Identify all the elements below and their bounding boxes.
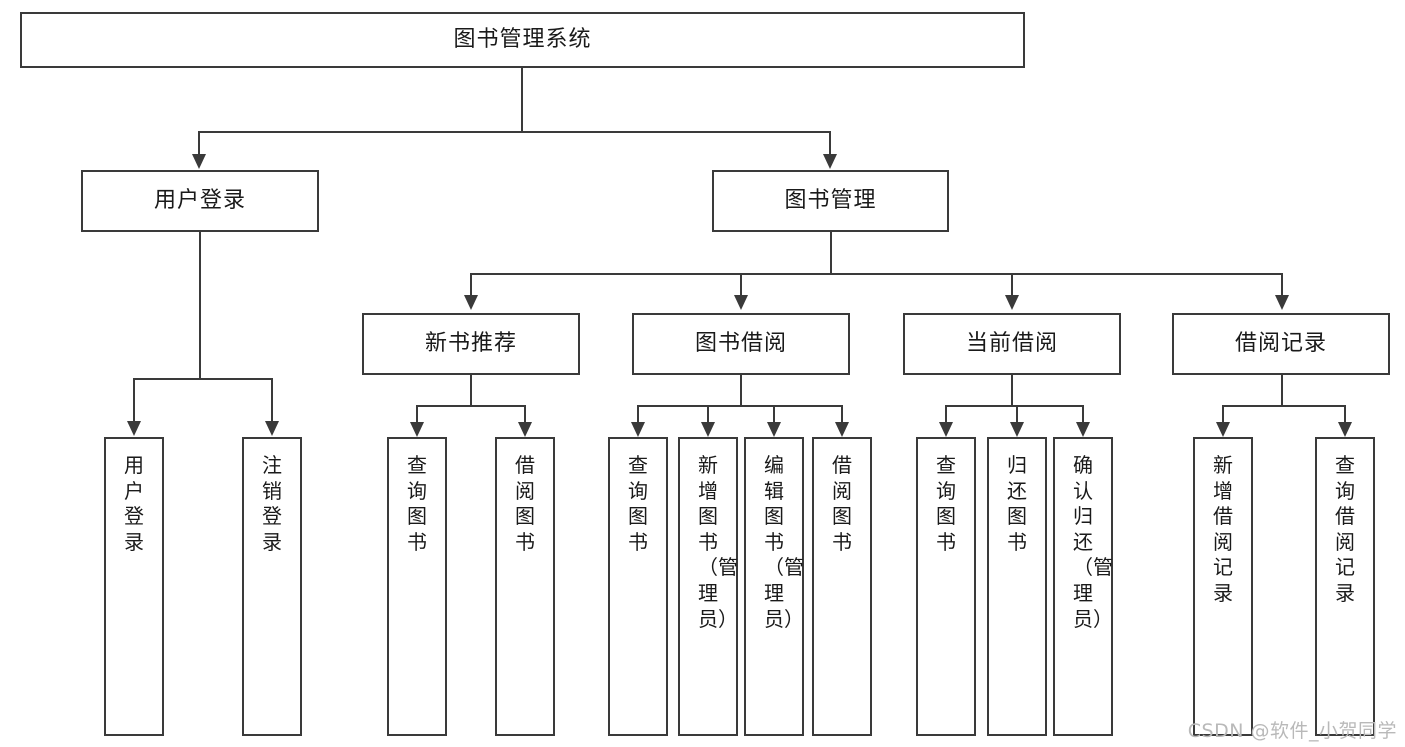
connector-book-borrow-bus: [637, 405, 842, 407]
node-label: 新增图书（管理员）: [698, 453, 738, 631]
connector-root-stem: [521, 68, 523, 132]
node-label: 注销登录: [262, 453, 282, 554]
connector-borrow-record-bus: [1222, 405, 1345, 407]
arrow-cb-to-leaf-2: [1010, 422, 1024, 437]
leaf-current-borrow-confirm-return-admin[interactable]: 确认归还（管理员）: [1053, 437, 1113, 736]
connector-br-to-leaf-2: [1344, 405, 1346, 424]
arrow-new-book-to-leaf-2: [518, 422, 532, 437]
node-label: 借阅图书: [515, 453, 535, 554]
connector-current-borrow-bus: [945, 405, 1083, 407]
node-label: 图书管理: [784, 188, 877, 213]
connector-user-login-to-leaf-2: [271, 378, 273, 423]
node-label: 当前借阅: [965, 331, 1058, 356]
connector-bb-to-leaf-3: [773, 405, 775, 424]
connector-cb-to-leaf-2: [1016, 405, 1018, 424]
connector-root-bus: [198, 131, 831, 133]
arrow-bb-to-leaf-1: [631, 422, 645, 437]
node-label: 用户登录: [124, 453, 144, 554]
node-label: 查询图书: [407, 453, 427, 554]
arrow-bb-to-leaf-3: [767, 422, 781, 437]
node-user-login[interactable]: 用户登录: [81, 170, 319, 232]
leaf-borrow-record-query-record[interactable]: 查询借阅记录: [1315, 437, 1375, 736]
connector-new-book-bus: [416, 405, 526, 407]
leaf-current-borrow-query-book[interactable]: 查询图书: [916, 437, 976, 736]
node-label: 用户登录: [153, 188, 246, 213]
arrow-user-login-to-leaf-1: [127, 421, 141, 436]
arrow-new-book-to-leaf-1: [410, 422, 424, 437]
connector-book-management-stem: [830, 232, 832, 274]
leaf-new-book-query-book[interactable]: 查询图书: [387, 437, 447, 736]
node-new-book-recommend[interactable]: 新书推荐: [362, 313, 580, 375]
node-book-management[interactable]: 图书管理: [712, 170, 949, 232]
connector-new-book-stem: [470, 375, 472, 406]
connector-new-book-to-leaf-2: [524, 405, 526, 424]
arrow-bm-to-borrow-record: [1275, 295, 1289, 310]
arrow-br-to-leaf-2: [1338, 422, 1352, 437]
node-book-borrow[interactable]: 图书借阅: [632, 313, 850, 375]
node-label: 图书借阅: [694, 331, 787, 356]
connector-bm-to-current-borrow: [1011, 273, 1013, 297]
node-current-borrow[interactable]: 当前借阅: [903, 313, 1121, 375]
node-root-book-management-system[interactable]: 图书管理系统: [20, 12, 1025, 68]
arrow-bb-to-leaf-2: [701, 422, 715, 437]
node-label: 借阅图书: [832, 453, 852, 554]
arrow-cb-to-leaf-1: [939, 422, 953, 437]
connector-cb-to-leaf-1: [945, 405, 947, 424]
connector-cb-to-leaf-3: [1082, 405, 1084, 424]
connector-root-to-user-login: [198, 131, 200, 156]
arrow-br-to-leaf-1: [1216, 422, 1230, 437]
leaf-book-borrow-query-book[interactable]: 查询图书: [608, 437, 668, 736]
connector-bm-to-new-book: [470, 273, 472, 297]
arrow-bm-to-current-borrow: [1005, 295, 1019, 310]
node-label: 查询图书: [628, 453, 648, 554]
connector-bb-to-leaf-4: [841, 405, 843, 424]
connector-user-login-stem: [199, 232, 201, 379]
connector-bb-to-leaf-2: [707, 405, 709, 424]
connector-current-borrow-stem: [1011, 375, 1013, 406]
leaf-book-borrow-borrow-book[interactable]: 借阅图书: [812, 437, 872, 736]
arrow-root-to-user-login: [192, 154, 206, 169]
node-label: 新增借阅记录: [1213, 453, 1233, 605]
node-label: 编辑图书（管理员）: [764, 453, 804, 631]
connector-new-book-to-leaf-1: [416, 405, 418, 424]
connector-root-to-book-management: [829, 131, 831, 156]
node-label: 借阅记录: [1234, 331, 1327, 356]
connector-book-borrow-stem: [740, 375, 742, 406]
node-label: 归还图书: [1007, 453, 1027, 554]
connector-user-login-to-leaf-1: [133, 378, 135, 423]
connector-user-login-bus: [133, 378, 271, 380]
arrow-bm-to-new-book: [464, 295, 478, 310]
leaf-book-borrow-edit-book-admin[interactable]: 编辑图书（管理员）: [744, 437, 804, 736]
leaf-book-borrow-add-book-admin[interactable]: 新增图书（管理员）: [678, 437, 738, 736]
connector-bm-to-borrow-record: [1281, 273, 1283, 297]
node-label: 查询图书: [936, 453, 956, 554]
node-label: 图书管理系统: [453, 27, 592, 52]
arrow-cb-to-leaf-3: [1076, 422, 1090, 437]
arrow-user-login-to-leaf-2: [265, 421, 279, 436]
node-label: 查询借阅记录: [1335, 453, 1355, 605]
node-label: 新书推荐: [424, 331, 517, 356]
connector-bb-to-leaf-1: [637, 405, 639, 424]
leaf-borrow-record-add-record[interactable]: 新增借阅记录: [1193, 437, 1253, 736]
leaf-current-borrow-return-book[interactable]: 归还图书: [987, 437, 1047, 736]
arrow-root-to-book-management: [823, 154, 837, 169]
connector-book-management-bus: [470, 273, 1282, 275]
connector-br-to-leaf-1: [1222, 405, 1224, 424]
node-borrow-record[interactable]: 借阅记录: [1172, 313, 1390, 375]
node-label: 确认归还（管理员）: [1073, 453, 1113, 631]
arrow-bb-to-leaf-4: [835, 422, 849, 437]
leaf-user-login-login[interactable]: 用户登录: [104, 437, 164, 736]
leaf-user-login-logout[interactable]: 注销登录: [242, 437, 302, 736]
connector-borrow-record-stem: [1281, 375, 1283, 406]
leaf-new-book-borrow-book[interactable]: 借阅图书: [495, 437, 555, 736]
arrow-bm-to-book-borrow: [734, 295, 748, 310]
connector-bm-to-book-borrow: [740, 273, 742, 297]
